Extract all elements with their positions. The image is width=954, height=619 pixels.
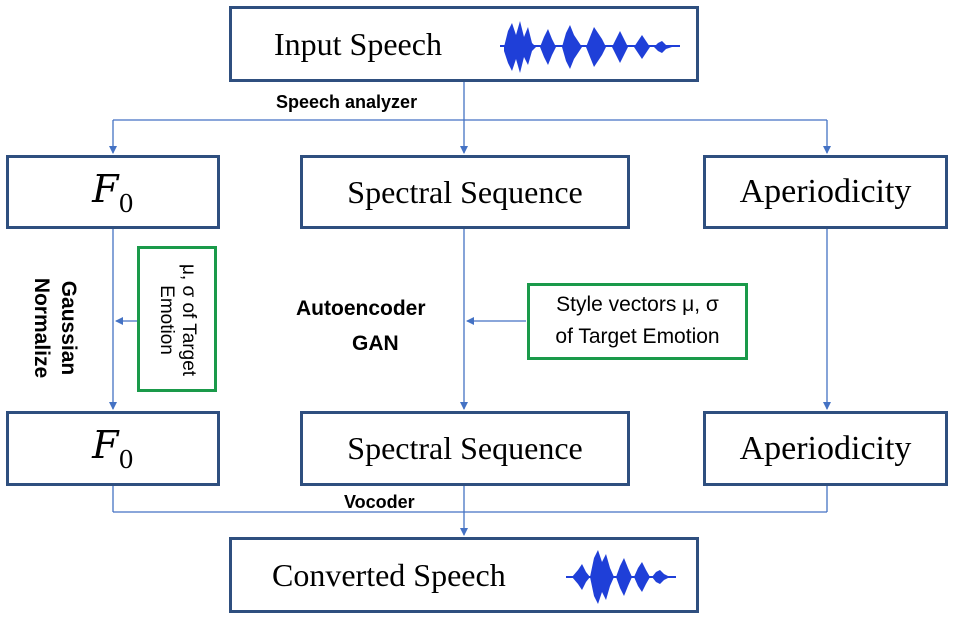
normalize-text: Normalize — [30, 277, 53, 379]
style-line-2: of Target Emotion — [555, 325, 720, 348]
f0-box: F0 — [6, 155, 220, 229]
style-line-1: Style vectors μ, σ — [556, 293, 719, 316]
converted-aperiodicity-box: Aperiodicity — [703, 411, 948, 486]
autoencoder-label: Autoencoder — [296, 297, 426, 320]
spectral-sequence-label: Spectral Sequence — [347, 173, 583, 210]
target-stats-box — [137, 246, 217, 392]
stats-line-2: Emotion — [156, 285, 177, 355]
gaussian-normalize-label: Gaussian Normalize — [26, 258, 82, 398]
speech-analyzer-label: Speech analyzer — [276, 92, 418, 112]
input-speech-box: Input Speech — [229, 6, 699, 82]
converted-f0-box: F0 — [6, 411, 220, 486]
spectral-sequence-box: Spectral Sequence — [300, 155, 630, 229]
f0-subscript: 0 — [118, 189, 134, 218]
converted-speech-label: Converted Speech — [272, 556, 506, 593]
style-vectors-box — [527, 283, 748, 360]
f0-symbol: F — [92, 166, 119, 211]
vocoder-label: Vocoder — [344, 492, 415, 512]
aperiodicity-box: Aperiodicity — [703, 155, 948, 229]
waveform-icon — [500, 21, 680, 73]
input-speech-label: Input Speech — [274, 25, 442, 62]
gan-label: GAN — [352, 332, 399, 355]
converted-aperiodicity-label: Aperiodicity — [739, 429, 912, 467]
converted-f0-subscript: 0 — [118, 446, 134, 474]
converted-speech-box: Converted Speech — [229, 537, 699, 613]
converted-spectral-box: Spectral Sequence — [300, 411, 630, 486]
converted-f0-symbol: F — [92, 423, 119, 467]
stats-line-1: μ, σ of Target — [178, 263, 199, 377]
gaussian-text: Gaussian — [57, 280, 80, 376]
converted-spectral-label: Spectral Sequence — [347, 430, 583, 466]
target-stats-text: μ, σ of Target Emotion — [155, 250, 199, 390]
waveform-icon — [566, 550, 676, 604]
aperiodicity-label: Aperiodicity — [739, 173, 912, 210]
